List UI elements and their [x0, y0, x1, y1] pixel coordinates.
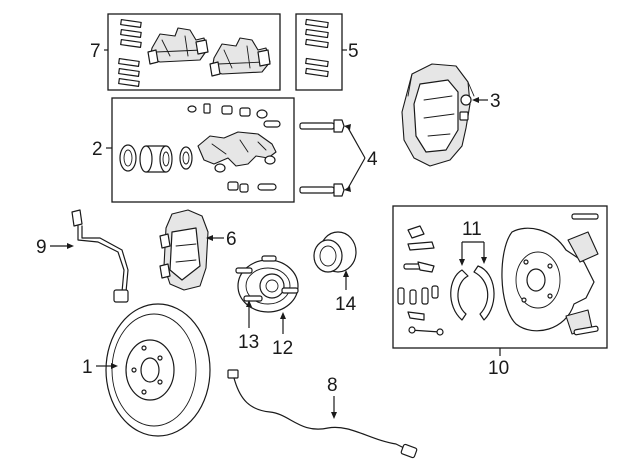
piston-boot	[179, 146, 193, 170]
callout-2: 2	[92, 139, 103, 160]
abs-wheel-speed-sensor	[227, 369, 418, 459]
guide-bolt-lower	[299, 183, 345, 197]
parking-brake-shoes	[450, 265, 495, 321]
caliper-repair-kit-group	[111, 97, 295, 203]
backing-plate	[501, 213, 599, 336]
wheel-studs	[235, 255, 299, 302]
guide-pins-small	[227, 181, 277, 193]
brake-caliper	[401, 63, 475, 167]
callout-6: 6	[226, 229, 237, 250]
leader-4	[344, 124, 366, 192]
callout-5: 5	[348, 41, 359, 62]
callout-1: 1	[82, 357, 93, 378]
brake-rotor	[105, 303, 211, 437]
brake-pads-kit-group	[107, 13, 281, 91]
callout-9: 9	[36, 237, 47, 258]
brake-pad-left	[147, 27, 209, 65]
leader-11	[459, 241, 487, 266]
parking-brake-hardware	[397, 225, 444, 336]
callout-13: 13	[238, 332, 259, 353]
parking-brake-group	[392, 205, 608, 349]
caliper-guide-bolts	[299, 119, 345, 197]
callout-11: 11	[462, 219, 482, 240]
brake-hose	[71, 209, 129, 303]
callout-10: 10	[488, 358, 509, 379]
pads-kit-frame	[107, 13, 281, 91]
brake-pad-right	[209, 37, 271, 77]
caliper-seal	[119, 144, 137, 172]
guide-bolt-upper	[299, 119, 345, 133]
wheel-bearing	[313, 231, 357, 273]
bleeder-screws-and-caps	[187, 103, 281, 128]
pad-hardware-kit-group	[295, 13, 343, 91]
callout-7: 7	[90, 41, 101, 62]
disc-brake-pad	[159, 209, 209, 291]
caliper-piston	[139, 145, 173, 173]
caliper-kit-frame	[111, 97, 295, 203]
caliper-bracket	[197, 131, 277, 173]
pad-clips	[118, 19, 142, 87]
pad-hardware-frame	[295, 13, 343, 91]
callout-4: 4	[367, 149, 378, 170]
callout-3: 3	[490, 91, 501, 112]
callout-14: 14	[335, 294, 357, 315]
hardware-clips	[305, 18, 329, 78]
callout-12: 12	[272, 338, 293, 359]
callout-8: 8	[327, 375, 338, 396]
